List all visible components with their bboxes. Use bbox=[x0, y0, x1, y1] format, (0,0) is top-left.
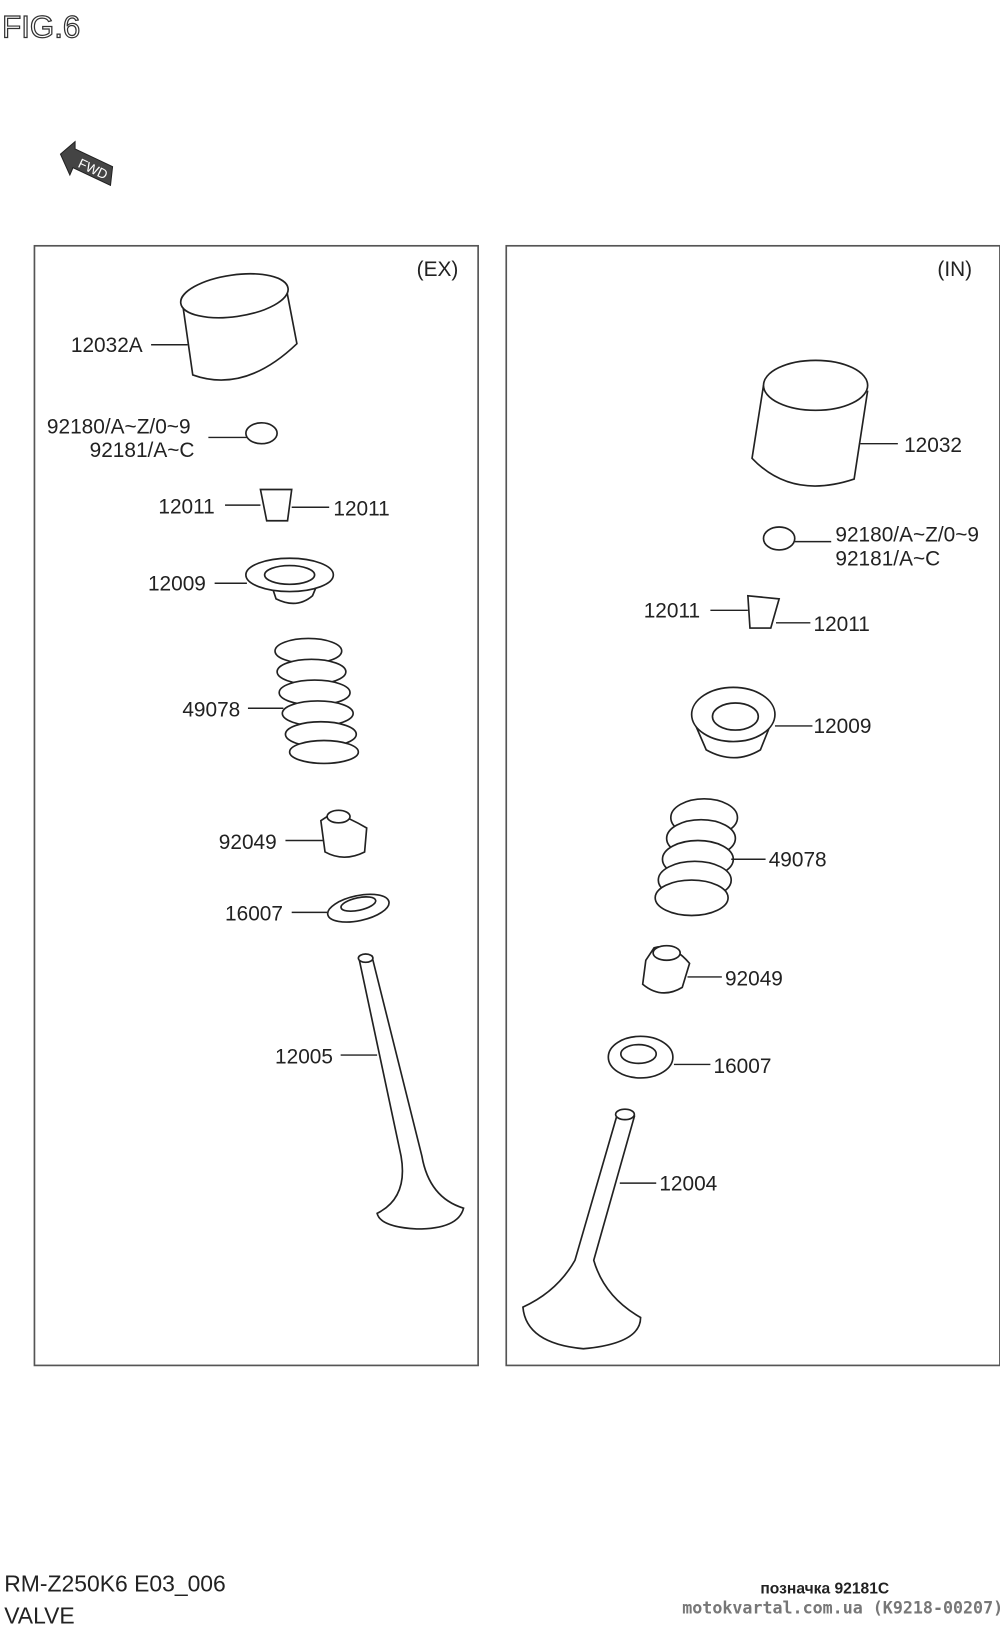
in-part-label: 16007 bbox=[714, 1055, 772, 1078]
ex-part-label: 12011 bbox=[158, 495, 214, 518]
spring-retainer bbox=[690, 686, 776, 759]
stem-seal bbox=[641, 944, 691, 994]
in-part-label: 12032 bbox=[904, 434, 962, 457]
spring-seat bbox=[607, 1035, 674, 1079]
spring-seat bbox=[326, 893, 390, 923]
section-name: VALVE bbox=[4, 1603, 74, 1629]
shim bbox=[762, 526, 796, 551]
valve-spring bbox=[274, 637, 360, 765]
cotter bbox=[259, 488, 293, 522]
in-part-label: 92181/A~C bbox=[835, 548, 940, 571]
ex-part-label: 12009 bbox=[148, 573, 206, 596]
tappet-12032 bbox=[751, 359, 869, 487]
ex-part-label: 49078 bbox=[182, 699, 240, 722]
fwd-label: FWD bbox=[76, 156, 110, 183]
exhaust-panel: (EX) 12032A 92180/A~Z/0~9 92181/A~C 1201… bbox=[33, 244, 479, 1367]
part-note: позначка 92181C bbox=[760, 1581, 889, 1598]
intake-panel: (IN) 12032 92180/A~Z/0~9 92181/A~C 12011… bbox=[505, 244, 1000, 1367]
in-part-label: 49078 bbox=[769, 849, 827, 872]
valve-spring bbox=[654, 798, 739, 917]
ex-part-label: 16007 bbox=[225, 903, 283, 926]
exhaust-valve bbox=[357, 953, 465, 1230]
tappet-12032a bbox=[179, 272, 298, 381]
in-part-label: 92180/A~Z/0~9 bbox=[835, 524, 979, 547]
ex-part-label: 92049 bbox=[219, 831, 277, 854]
figure-title: FIG.6 bbox=[2, 9, 80, 44]
in-part-label: 12009 bbox=[813, 715, 871, 738]
ex-part-label: 92180/A~Z/0~9 bbox=[47, 415, 191, 438]
ex-part-label: 12011 bbox=[333, 498, 389, 521]
ex-section-label: (EX) bbox=[417, 258, 459, 281]
fwd-arrow-icon: FWD bbox=[59, 140, 114, 187]
intake-valve bbox=[522, 1108, 642, 1350]
ex-part-label: 92181/A~C bbox=[90, 439, 195, 462]
ex-part-label: 12032A bbox=[71, 334, 143, 357]
spring-retainer bbox=[245, 557, 335, 605]
in-part-label: 12004 bbox=[659, 1172, 717, 1195]
in-section-label: (IN) bbox=[937, 258, 972, 281]
in-part-label: 12011 bbox=[644, 600, 700, 623]
shim bbox=[245, 422, 278, 445]
in-part-label: 12011 bbox=[813, 613, 869, 636]
model-code: RM-Z250K6 E03_006 bbox=[4, 1570, 226, 1596]
in-part-label: 92049 bbox=[725, 967, 783, 990]
stem-seal bbox=[319, 809, 368, 858]
ex-part-label: 12005 bbox=[275, 1045, 333, 1068]
watermark: motokvartal.com.ua (K9218-00207) bbox=[682, 1598, 1000, 1617]
cotter bbox=[746, 594, 781, 629]
